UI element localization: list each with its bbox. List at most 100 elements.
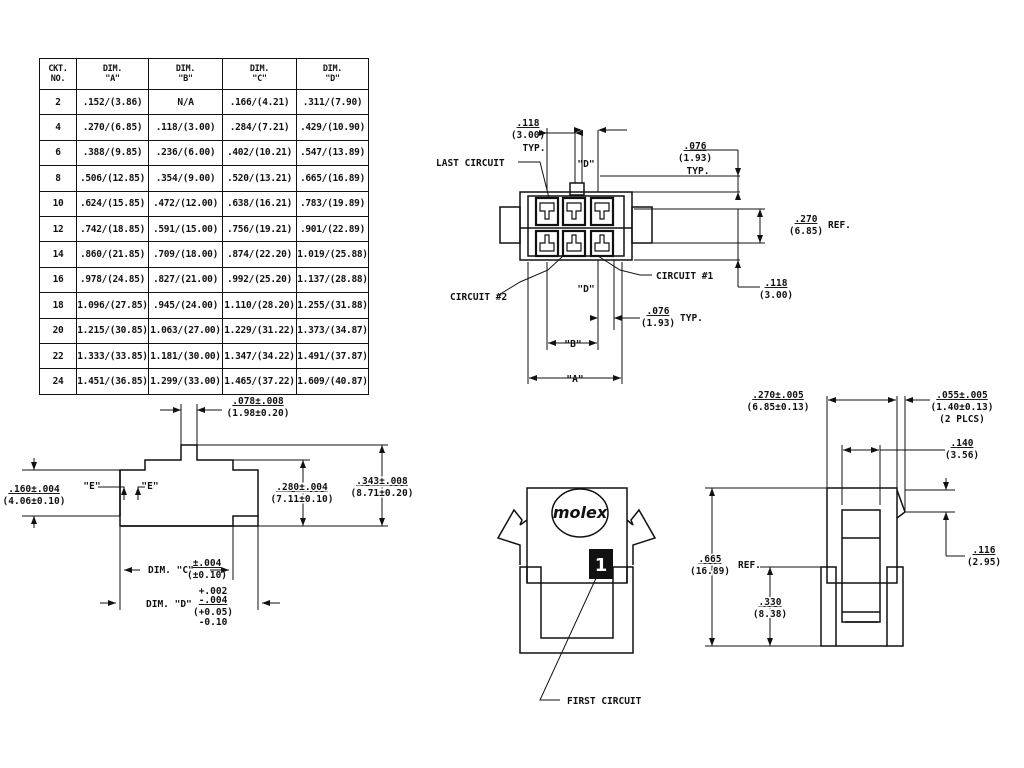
dim-078: .078±.008	[232, 396, 284, 407]
dim-c-tol: ±.004	[193, 558, 222, 569]
table-header-text: DIM.	[175, 64, 196, 74]
dim-118-right-mm: (3.00)	[759, 290, 793, 301]
terminal-arrowheads	[31, 407, 385, 606]
table-cell: 1.299/(33.00)	[148, 368, 223, 395]
table-cell: .166/(4.21)	[222, 88, 297, 116]
dim-665: .665	[699, 554, 722, 565]
table-cell: .118/(3.00)	[148, 114, 223, 141]
table-row: 16.978/(24.85).827/(21.00).992/(25.20)1.…	[39, 266, 369, 294]
molex-logo: molex	[553, 503, 608, 522]
last-circuit-label: LAST CIRCUIT	[436, 158, 505, 169]
dim-343-mm: (8.71±0.20)	[351, 488, 414, 499]
table-row: 14.860/(21.85).709/(18.00).874/(22.20)1.…	[39, 241, 369, 268]
table-header-cell: DIM."D"	[296, 58, 369, 90]
dim-118-top-mm: (3.00)	[511, 130, 545, 141]
dim-078-mm: (1.98±0.20)	[227, 408, 290, 419]
dim-d-tol1: +.002	[199, 586, 228, 597]
table-cell: .978/(24.85)	[76, 266, 149, 294]
dim-c-tol-mm: (±0.10)	[187, 570, 227, 581]
dim-160: .160±.004	[8, 484, 60, 495]
table-cell: N/A	[148, 88, 223, 116]
side-view-dimensions	[705, 396, 965, 647]
table-cell: .429/(10.90)	[296, 114, 369, 141]
table-header-row: CKT.NO.DIM."A"DIM."B"DIM."C"DIM."D"	[39, 58, 369, 90]
e-left-label: "E"	[83, 481, 100, 492]
table-row: 12.742/(18.85).591/(15.00).756/(19.21).9…	[39, 215, 369, 243]
housing-labels: FIRST CIRCUIT .665 (16.89) REF. .330 (8.…	[567, 390, 1001, 707]
side-view-arrowheads	[709, 397, 949, 646]
terminal-profile	[119, 444, 259, 527]
table-header-text: CKT.	[48, 64, 68, 74]
housing-side-view	[820, 487, 906, 647]
table-cell: 1.137/(28.88)	[296, 266, 369, 294]
dim-280-mm: (7.11±0.10)	[271, 494, 334, 505]
table-cell: 22	[39, 342, 77, 370]
table-cell: .992/(25.20)	[222, 266, 297, 294]
table-cell: .547/(13.89)	[296, 139, 369, 167]
table-row: 4.270/(6.85).118/(3.00).284/(7.21).429/(…	[39, 114, 369, 141]
front-view-dimensions	[496, 128, 765, 384]
table-header-text: DIM.	[102, 64, 123, 74]
circuit-1-label: CIRCUIT #1	[656, 271, 713, 282]
table-cell: 1.333/(33.85)	[76, 342, 149, 370]
front-view-arrowheads	[529, 127, 763, 381]
table-cell: 2	[39, 88, 77, 116]
dimension-table-body: CKT.NO.DIM."A"DIM."B"DIM."C"DIM."D"2.152…	[39, 58, 369, 395]
dim-140: .140	[951, 438, 974, 449]
ref-label: REF.	[828, 220, 851, 231]
table-header-text: DIM.	[249, 64, 270, 74]
dim-330: .330	[759, 597, 782, 608]
e-right-label: "E"	[141, 481, 158, 492]
table-header-text: "A"	[105, 74, 120, 84]
dim-076-bottom-mm: (1.93)	[641, 318, 675, 329]
typ-top: TYP.	[523, 143, 546, 154]
table-header-text: DIM.	[322, 64, 343, 74]
b-label: "B"	[564, 339, 581, 350]
dim-140-mm: (3.56)	[945, 450, 979, 461]
dim-280: .280±.004	[276, 482, 328, 493]
dim-118-right: .118	[765, 278, 788, 289]
table-header-text: "D"	[325, 74, 340, 84]
table-header-cell: CKT.NO.	[39, 58, 77, 90]
table-cell: 18	[39, 292, 77, 319]
ref2-label: REF.	[738, 560, 761, 571]
dim-076-bottom: .076	[647, 306, 670, 317]
table-cell: 1.609/(40.87)	[296, 368, 369, 395]
table-cell: .827/(21.00)	[148, 266, 223, 294]
table-header-text: "C"	[252, 74, 267, 84]
dim-076-top: .076	[684, 141, 707, 152]
housing-front-view	[496, 487, 657, 654]
table-cell: 14	[39, 241, 77, 268]
table-cell: 1.255/(31.88)	[296, 292, 369, 319]
table-cell: .354/(9.00)	[148, 165, 223, 192]
d-bottom-label: "D"	[577, 284, 594, 295]
dim-270: .270	[795, 214, 818, 225]
dim-d-tol2: -.004	[199, 595, 228, 606]
dim-330-mm: (8.38)	[753, 609, 787, 620]
dim-270-side: .270±.005	[752, 390, 804, 401]
dim-116-mm: (2.95)	[967, 557, 1001, 568]
dim-d-tol4: -0.10	[199, 617, 228, 628]
dim-270-mm: (6.85)	[789, 226, 823, 237]
table-header-cell: DIM."B"	[148, 58, 223, 90]
table-cell: 1.373/(34.87)	[296, 317, 369, 344]
dim-118-top: .118	[517, 118, 540, 129]
dim-055-mm: (1.40±0.13)	[931, 402, 994, 413]
typ-right: TYP.	[687, 166, 710, 177]
table-cell: 1.110/(28.20)	[222, 292, 297, 319]
terminal-labels: .078±.008 (1.98±0.20) .160±.004 (4.06±0.…	[3, 396, 415, 628]
table-row: 8.506/(12.85).354/(9.00).520/(13.21).665…	[39, 165, 369, 192]
circuit-number-box	[589, 549, 613, 579]
dim-076-top-mm: (1.93)	[678, 153, 712, 164]
dim-d-tol3: (+0.05)	[193, 607, 233, 618]
front-view-connector	[499, 182, 653, 261]
table-cell: .591/(15.00)	[148, 215, 223, 243]
table-cell: .901/(22.89)	[296, 215, 369, 243]
dim-055: .055±.005	[936, 390, 988, 401]
table-cell: .311/(7.90)	[296, 88, 369, 116]
